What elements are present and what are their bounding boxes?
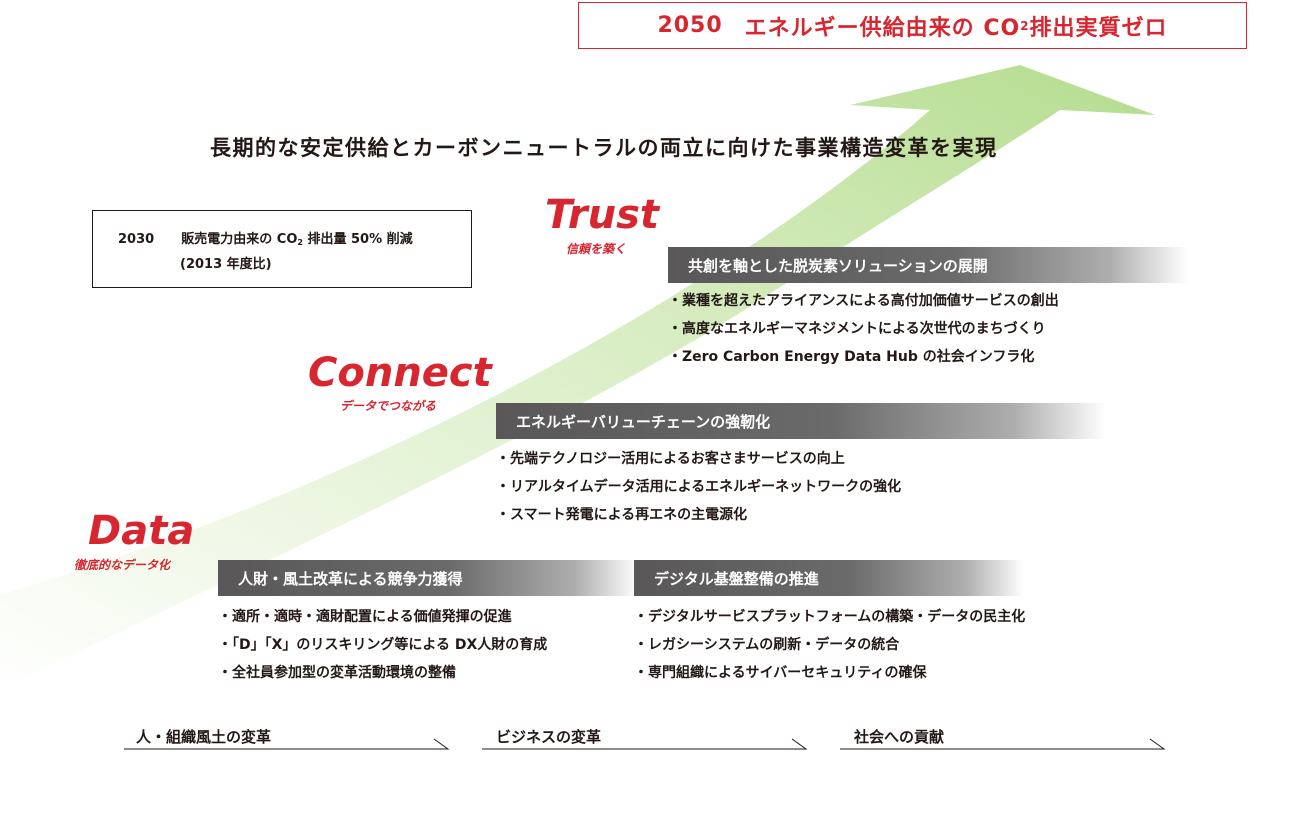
bullet-item: リアルタイムデータ活用によるエネルギーネットワークの強化 [496, 473, 901, 501]
axis-label: 人・組織風土の変革 [136, 728, 272, 746]
bullet-item: Zero Carbon Energy Data Hub の社会インフラ化 [668, 343, 1059, 371]
bullet-item: 専門組織によるサイバーセキュリティの確保 [634, 659, 1025, 687]
band-connect: エネルギーバリューチェーンの強靭化 [496, 403, 1106, 439]
bullet-item: 適所・適時・適財配置による価値発揮の促進 [218, 603, 547, 631]
goal-year: 2050 [657, 13, 723, 38]
milestone-text: 販売電力由来の CO [181, 232, 298, 247]
stage-title-trust: Trust [545, 192, 660, 238]
milestone-year: 2030 [118, 232, 155, 247]
band-trust: 共創を軸とした脱炭素ソリューションの展開 [668, 247, 1188, 283]
bullets-trust: 業種を超えたアライアンスによる高付加価値サービスの創出 高度なエネルギーマネジメ… [668, 287, 1059, 371]
axis-people: 人・組織風土の変革 [124, 726, 454, 756]
bullet-item: デジタルサービスプラットフォームの構築・データの民主化 [634, 603, 1025, 631]
goal-text: エネルギー供給由来の CO [744, 15, 1021, 41]
headline: 長期的な安定供給とカーボンニュートラルの両立に向けた事業構造変革を実現 [210, 136, 998, 160]
stage-title-connect: Connect [308, 350, 492, 396]
band-data-right: デジタル基盤整備の推進 [634, 560, 1024, 596]
bullet-item: 高度なエネルギーマネジメントによる次世代のまちづくり [668, 315, 1059, 343]
bullet-item: レガシーシステムの刷新・データの統合 [634, 631, 1025, 659]
milestone-subscript: 2 [297, 238, 303, 247]
axis-business: ビジネスの変革 [482, 726, 812, 756]
goal-subscript: 2 [1020, 18, 1030, 33]
bullet-item: 「D」「X」のリスキリング等による DX人財の育成 [218, 631, 547, 659]
bullets-data-left: 適所・適時・適財配置による価値発揮の促進 「D」「X」のリスキリング等による D… [218, 603, 547, 687]
bullet-item: 全社員参加型の変革活動環境の整備 [218, 659, 547, 687]
stage-subtitle-trust: 信頼を築く [566, 242, 627, 256]
milestone-text-after: 排出量 50% 削減 [302, 232, 413, 247]
bullet-item: 業種を超えたアライアンスによる高付加価値サービスの創出 [668, 287, 1059, 315]
axis-society: 社会への貢献 [840, 726, 1170, 756]
stage-title-data: Data [88, 508, 195, 554]
milestone-note: (2013 年度比) [180, 257, 272, 272]
stage-subtitle-data: 徹底的なデータ化 [74, 558, 171, 572]
milestone-line1: 2030 販売電力由来の CO2 排出量 50% 削減 [118, 229, 471, 254]
bullet-item: 先端テクノロジー活用によるお客さまサービスの向上 [496, 445, 901, 473]
axis-arrow-icon [124, 738, 450, 750]
bullet-item: スマート発電による再エネの主電源化 [496, 501, 901, 529]
goal-text-after: 排出実質ゼロ [1029, 15, 1168, 41]
axis-arrow-icon [482, 738, 808, 750]
band-data-left: 人財・風土改革による競争力獲得 [218, 560, 638, 596]
bullets-data-right: デジタルサービスプラットフォームの構築・データの民主化 レガシーシステムの刷新・… [634, 603, 1025, 687]
bullets-connect: 先端テクノロジー活用によるお客さまサービスの向上 リアルタイムデータ活用によるエ… [496, 445, 901, 529]
stage-subtitle-connect: データでつながる [340, 399, 437, 413]
milestone-2030-box: 2030 販売電力由来の CO2 排出量 50% 削減 (2013 年度比) [92, 210, 472, 288]
axis-label: ビジネスの変革 [496, 728, 602, 746]
goal-2050-box: 2050 エネルギー供給由来の CO 2 排出実質ゼロ [578, 2, 1247, 49]
axis-arrow-icon [840, 738, 1166, 750]
axis-label: 社会への貢献 [854, 728, 945, 746]
